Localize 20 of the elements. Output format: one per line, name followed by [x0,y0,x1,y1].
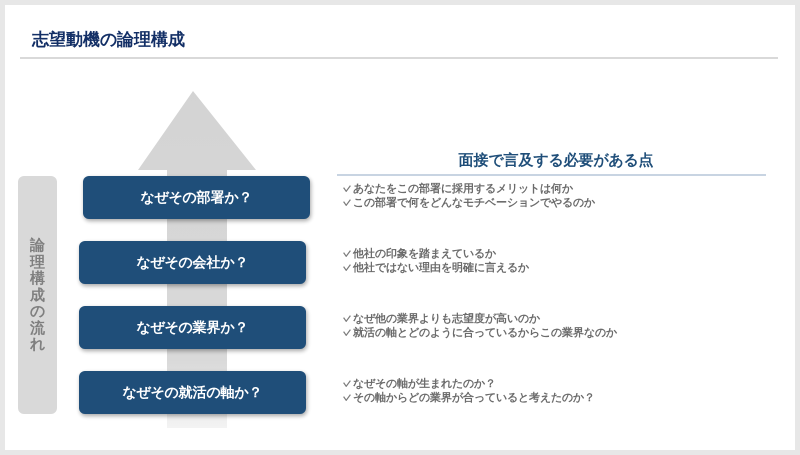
step-question: なぜその就活の軸か？ [122,384,262,402]
flow-label: 論理構成の流れ [30,237,45,353]
checklist-item: なぜ他の業界よりも志望度が高いのか [353,312,540,326]
flow-band [18,176,57,414]
checklist-item: 就活の軸とどのように合っているからこの業界なのか [353,326,617,340]
step-box [79,371,306,414]
step-question: なぜその部署か？ [140,188,252,206]
checklist-item: 他社の印象を踏まえているか [353,246,496,260]
step-box [79,306,306,349]
step-box [83,176,310,219]
checklist-item: 他社ではない理由を明確に言えるか [353,260,529,274]
checklist-item: この部署で何をどんなモチベーションでやるのか [353,196,595,210]
slide-title: 志望動機の論理構成 [32,29,185,52]
step-question: なぜその業界か？ [136,318,248,336]
checklist-item: その軸からどの業界が合っていると考えたのか？ [353,390,595,404]
step-question: なぜその会社か？ [136,254,248,272]
step-box [79,241,306,284]
checklist-item: あなたをこの部署に採用するメリットは何か [353,182,573,196]
checklist-item: なぜその軸が生まれたのか？ [353,376,496,390]
column-heading: 面接で言及する必要がある点 [458,150,654,170]
